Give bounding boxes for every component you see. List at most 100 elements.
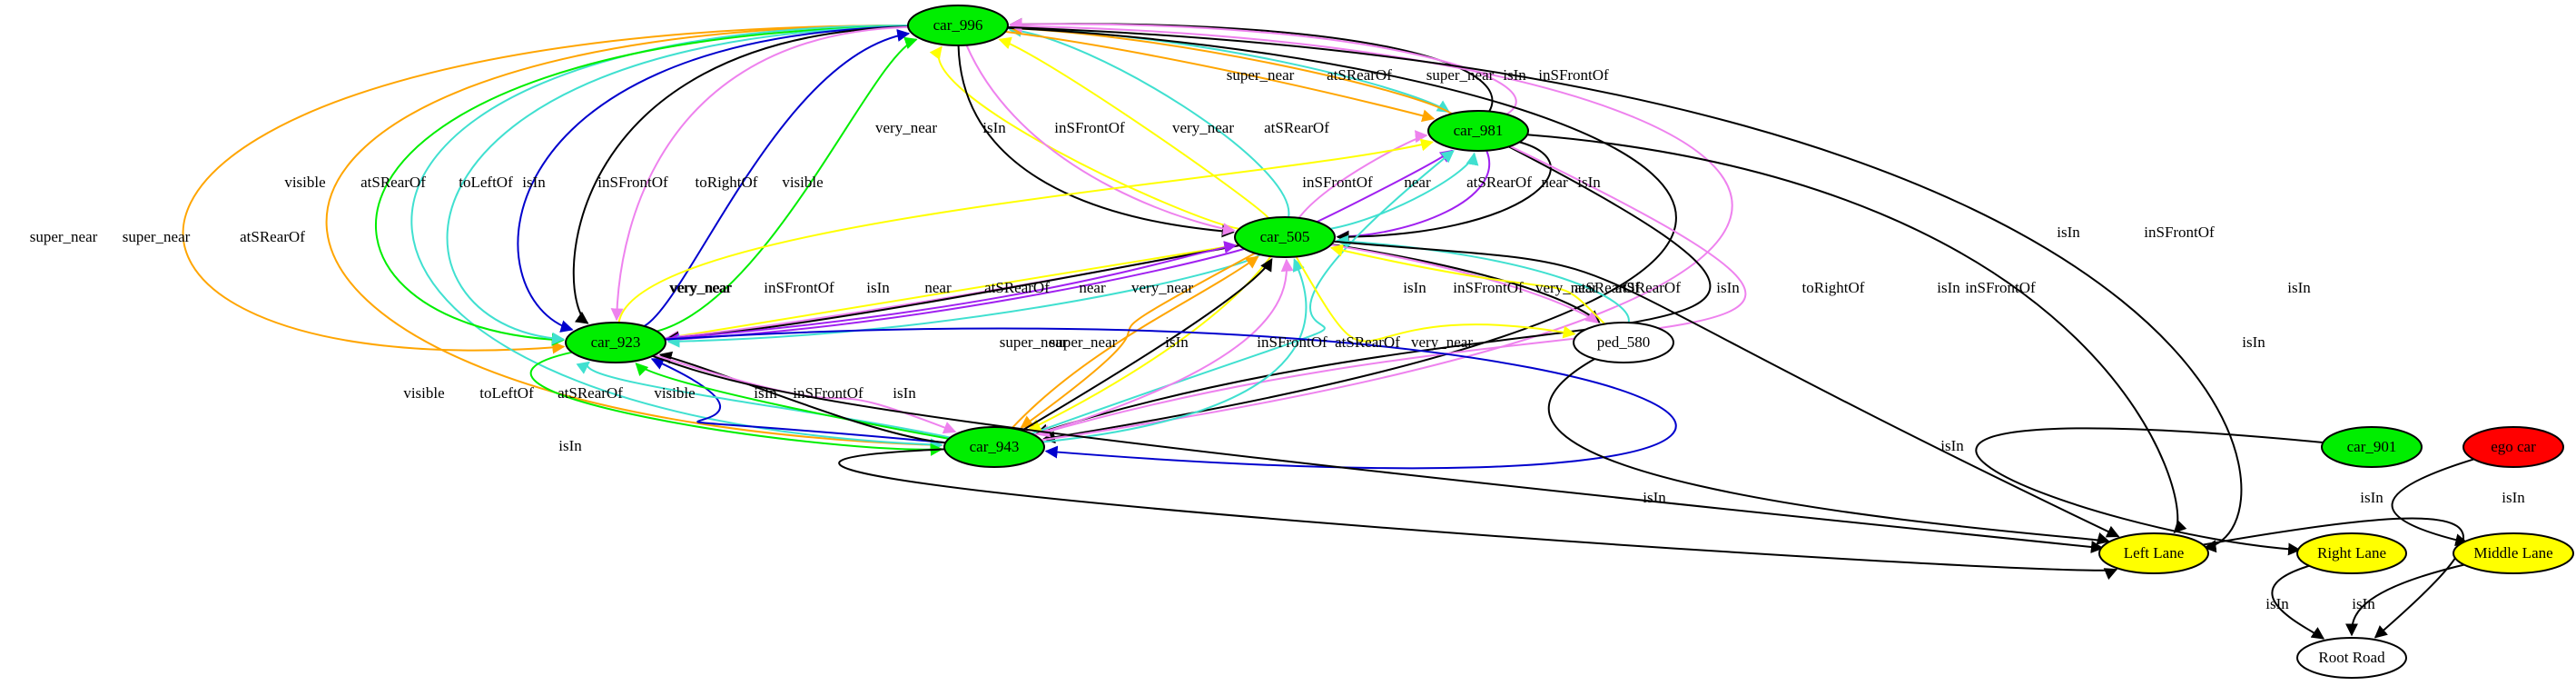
node-car-943: car_943 <box>943 426 1045 468</box>
edge-label: very_near <box>1172 119 1234 136</box>
edge-label: atSRearOf <box>1335 333 1400 351</box>
edge-label: atSRearOf <box>1466 174 1532 191</box>
edge-label: very_near <box>1535 279 1597 296</box>
edge-car_996-isIn-car_923 <box>572 25 909 324</box>
node-shape <box>943 426 1045 468</box>
node-left-lane: Left Lane <box>2098 532 2209 574</box>
edges-layer <box>182 17 2474 640</box>
node-middle-lane: Middle Lane <box>2453 532 2574 574</box>
edge-label: super_near <box>1050 333 1118 351</box>
edge-car_981-inSFrontOf-car_943 <box>1036 145 1747 438</box>
node-car-923: car_923 <box>565 322 666 363</box>
edge-label: isIn <box>558 437 582 454</box>
edge-label: toRightOf <box>1802 279 1865 296</box>
node-shape <box>2321 426 2423 468</box>
edge-car_981-super_near-car_996 <box>1009 22 1453 115</box>
edge-label: isIn <box>1716 279 1740 296</box>
node-ego-car: ego car <box>2462 426 2564 468</box>
edge-label: super_near <box>123 228 191 245</box>
node-label: car_981 <box>1454 122 1504 139</box>
edge-label: isIn <box>1940 437 1964 454</box>
edge-label: toRightOf <box>696 174 758 191</box>
edge-left_lane-isIn-root_road <box>2199 517 2465 639</box>
edge-label: inSFrontOf <box>1453 279 1524 296</box>
edge-label: atSRearOf <box>1615 279 1681 296</box>
edge-label: inSFrontOf <box>1302 174 1373 191</box>
edge-label: inSFrontOf <box>597 174 668 191</box>
node-shape <box>907 5 1009 46</box>
edge-label: super_near <box>30 228 98 245</box>
edge-car_505-isIn-left_lane <box>1333 240 2120 538</box>
node-label: Root Road <box>2318 649 2385 666</box>
edge-label: near <box>924 279 952 296</box>
edge-label: isIn <box>754 384 777 402</box>
edge-car_923-visible-car_996 <box>656 36 918 333</box>
edge-car_505-inSFrontOf-car_981 <box>1298 130 1428 219</box>
edge-label: near <box>1079 279 1106 296</box>
edge-label: inSFrontOf <box>1054 119 1125 136</box>
edge-label: inSFrontOf <box>1965 279 2036 296</box>
edge-label: isIn <box>1577 174 1601 191</box>
node-shape <box>1573 322 1674 363</box>
node-label: car_996 <box>933 16 983 34</box>
edge-car_981-isIn-car_943 <box>1035 145 1712 437</box>
node-label: car_923 <box>591 333 641 351</box>
edge-middle_lane-isIn-root_road <box>2345 562 2471 637</box>
edge-car_996-atSRearOf-car_943 <box>410 25 943 452</box>
node-car-505: car_505 <box>1234 216 1336 258</box>
edge-label: atSRearOf <box>984 279 1050 296</box>
edge-car_505-very_near-ped_580 <box>1295 255 1576 343</box>
edge-label: isIn <box>2352 595 2375 612</box>
node-label: car_505 <box>1260 228 1310 245</box>
edge-car_943-isIn-car_923 <box>658 351 946 444</box>
edge-car_943-atSRearOf-car_505 <box>1042 258 1308 443</box>
edge-car_901-isIn-right_lane <box>1975 427 2324 556</box>
edge-label: isIn <box>2242 333 2265 351</box>
edge-label: inSFrontOf <box>1257 333 1327 351</box>
edge-label: super_near <box>1426 66 1495 84</box>
edge-car_923-toRightOf-car_996 <box>643 29 911 327</box>
edge-label: visible <box>782 174 823 191</box>
edge-car_996-inSFrontOf-car_923 <box>610 25 909 322</box>
edge-label: inSFrontOf <box>764 279 834 296</box>
edge-label: atSRearOf <box>1264 119 1329 136</box>
edge-label: isIn <box>2287 279 2311 296</box>
edge-car_505-near-car_923 <box>666 247 1245 346</box>
edge-car_943-atSRearOf-car_923 <box>576 361 951 439</box>
edge-label: near <box>1404 174 1431 191</box>
edge-label: isIn <box>866 279 890 296</box>
edge-label: isIn <box>2057 224 2080 241</box>
edge-label: very_near <box>670 279 732 296</box>
node-shape <box>2296 637 2407 679</box>
node-label: Right Lane <box>2317 544 2386 562</box>
edge-car_943-toLeftOf-car_923 <box>650 357 946 444</box>
edge-label: atSRearOf <box>240 228 305 245</box>
edge-car_943-isIn-left_lane <box>838 448 2118 580</box>
edge-label: visible <box>654 384 695 402</box>
node-shape <box>1427 110 1529 152</box>
node-label: car_901 <box>2347 438 2397 455</box>
edge-label: very_near <box>1411 333 1473 351</box>
edge-car_996-super_near-car_923 <box>182 25 909 354</box>
node-label: Left Lane <box>2124 544 2185 562</box>
edge-car_505-very_near-car_996 <box>929 45 1240 230</box>
edge-car_981-inSFrontOf-car_996 <box>1009 17 1517 115</box>
edge-car_981-near-car_505 <box>1336 150 1490 244</box>
edge-label: inSFrontOf <box>1538 66 1609 84</box>
edge-ego_car-isIn-middle_lane <box>2391 458 2474 547</box>
edge-label: isIn <box>1643 489 1666 506</box>
edge-label: isIn <box>893 384 916 402</box>
edge-label: atSRearOf <box>360 174 426 191</box>
node-root-road: Root Road <box>2296 637 2407 679</box>
edge-labels-layer: super_near super_near atSRearOf visible atSR… <box>30 66 2526 612</box>
edge-car_996-super_near-car_981 <box>1005 30 1436 123</box>
edge-car_996-super_near-car_943 <box>325 25 943 452</box>
edge-label: inSFrontOf <box>2144 224 2215 241</box>
edge-car_923-toRightOf-car_943 <box>665 327 1677 470</box>
node-shape <box>1234 216 1336 258</box>
node-shape <box>565 322 666 363</box>
edge-label: isIn <box>982 119 1006 136</box>
edge-car_923-visible-car_943 <box>529 351 943 456</box>
